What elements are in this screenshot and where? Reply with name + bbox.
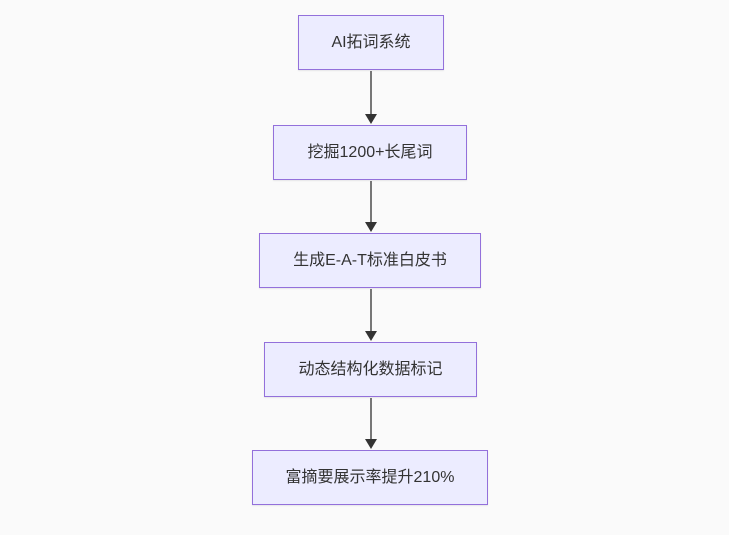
node-label: 生成E-A-T标准白皮书 xyxy=(293,251,447,269)
flow-arrow-3 xyxy=(364,289,378,341)
arrowhead-down-icon xyxy=(365,114,377,124)
arrow-line xyxy=(370,289,372,331)
node-label: 富摘要展示率提升210% xyxy=(285,468,455,486)
arrow-line xyxy=(370,181,372,222)
node-label: 动态结构化数据标记 xyxy=(298,360,443,378)
flow-arrow-1 xyxy=(364,71,378,124)
node-label: 挖掘1200+长尾词 xyxy=(307,143,433,161)
flowchart-node-structured-data-markup: 动态结构化数据标记 xyxy=(264,342,477,397)
flowchart-node-ai-word-expansion: AI拓词系统 xyxy=(298,15,444,70)
arrowhead-down-icon xyxy=(365,222,377,232)
arrow-line xyxy=(370,398,372,439)
arrowhead-down-icon xyxy=(365,439,377,449)
flowchart-node-longtail-mining: 挖掘1200+长尾词 xyxy=(273,125,467,180)
flowchart-node-rich-snippet-rate: 富摘要展示率提升210% xyxy=(252,450,488,505)
flow-arrow-4 xyxy=(364,398,378,449)
arrow-line xyxy=(370,71,372,114)
arrowhead-down-icon xyxy=(365,331,377,341)
flow-arrow-2 xyxy=(364,181,378,232)
flowchart-node-eat-whitepaper: 生成E-A-T标准白皮书 xyxy=(259,233,481,288)
node-label: AI拓词系统 xyxy=(331,33,411,51)
